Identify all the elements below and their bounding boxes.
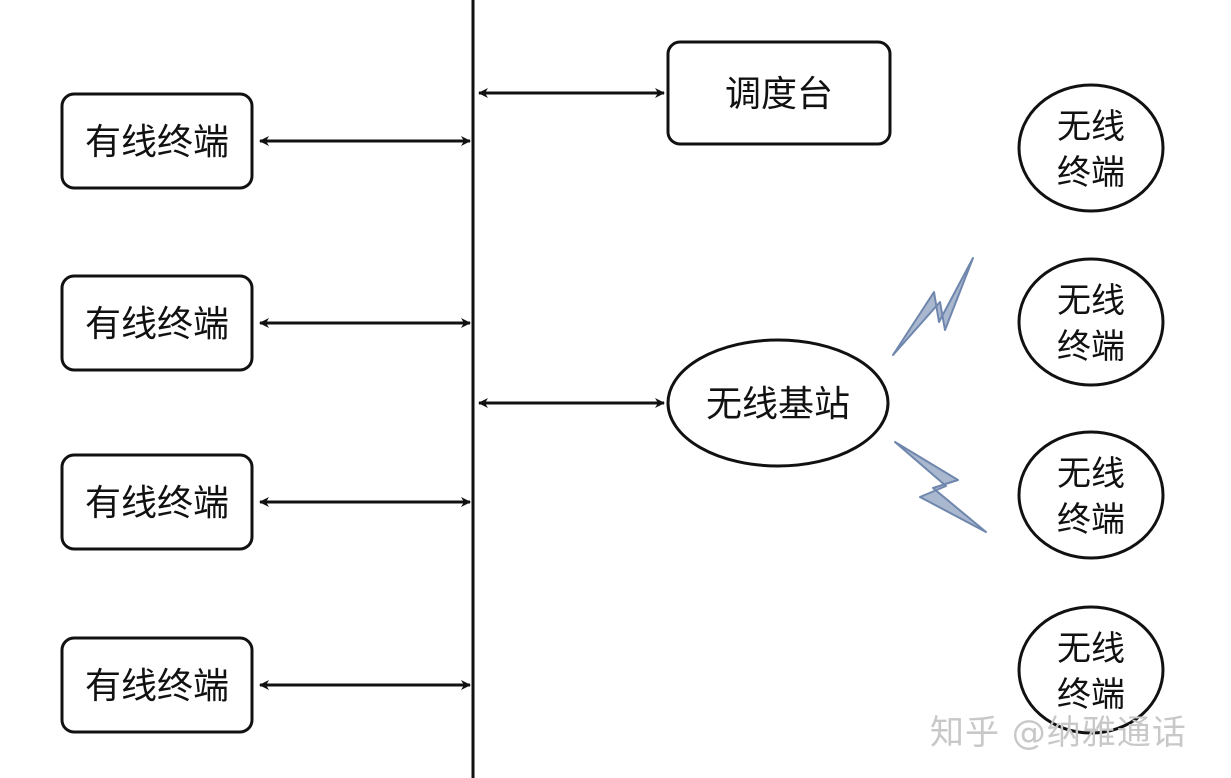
wireless-terminal-label-line2: 终端 <box>1057 675 1125 715</box>
wired-terminal: 有线终端 <box>60 92 254 190</box>
wired-terminal: 有线终端 <box>60 453 254 551</box>
wireless-terminal-label-line2: 终端 <box>1057 327 1125 367</box>
lightning-bolt-icon <box>894 441 987 533</box>
wireless-terminal-label-line1: 无线 <box>1057 454 1125 494</box>
watermark-text: 知乎 @纳雅通话 <box>930 713 1187 753</box>
wired-terminal: 有线终端 <box>60 636 254 734</box>
wired-terminal: 有线终端 <box>60 274 254 372</box>
wired-terminal-label: 有线终端 <box>85 122 229 163</box>
dispatcher-node: 调度台 <box>666 40 892 146</box>
wireless-terminal-label-line1: 无线 <box>1057 107 1125 147</box>
wireless-terminal-label-line2: 终端 <box>1057 153 1125 193</box>
wireless-terminal: 无线 终端 <box>1017 83 1165 213</box>
base-station-label: 无线基站 <box>706 384 850 425</box>
wireless-terminal-label-line2: 终端 <box>1057 500 1125 540</box>
wired-terminal-label: 有线终端 <box>85 304 229 345</box>
base-station-node: 无线基站 <box>666 338 890 468</box>
dispatcher-label: 调度台 <box>725 74 833 115</box>
wired-terminal-label: 有线终端 <box>85 483 229 524</box>
wireless-terminal: 无线 终端 <box>1017 605 1165 735</box>
wireless-terminal-label-line1: 无线 <box>1057 629 1125 669</box>
wired-terminal-label: 有线终端 <box>85 666 229 707</box>
lightning-bolt-icon <box>892 257 974 356</box>
wireless-terminal: 无线 终端 <box>1017 430 1165 560</box>
wireless-terminal-label-line1: 无线 <box>1057 281 1125 321</box>
wireless-terminal: 无线 终端 <box>1017 257 1165 387</box>
